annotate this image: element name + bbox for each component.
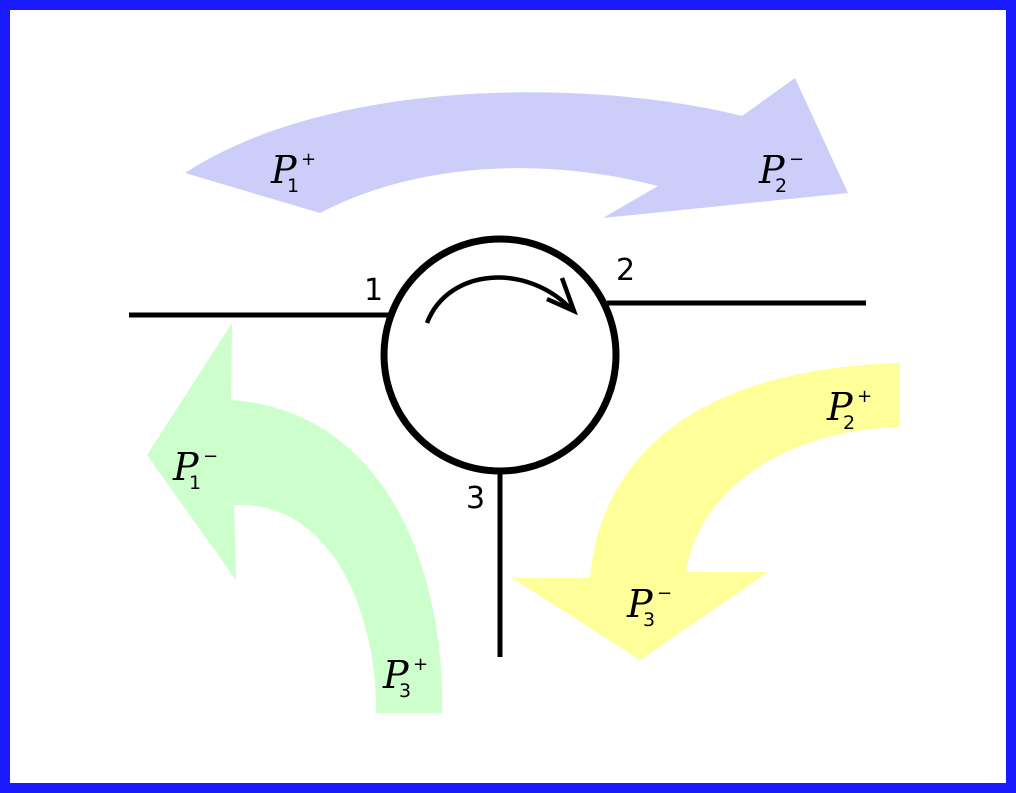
svg-text:−: −: [789, 149, 804, 170]
wave-label-p1-in: P 1 +: [270, 148, 316, 197]
svg-text:2: 2: [775, 175, 787, 197]
arrow-port3-to-port1: [147, 323, 443, 713]
wave-label-p2-in: P 2 +: [826, 385, 872, 434]
svg-text:3: 3: [399, 680, 411, 702]
circulator-circle: [380, 235, 620, 475]
clockwise-rotation-icon: [424, 275, 578, 324]
arrow-port1-to-port2: [185, 78, 848, 218]
svg-text:3: 3: [643, 609, 655, 631]
port-3-label: 3: [466, 481, 485, 516]
svg-text:P: P: [172, 445, 200, 489]
wave-label-p3-in: P 3 +: [382, 653, 428, 702]
wave-label-p3-out: P 3 −: [626, 582, 672, 631]
svg-text:P: P: [826, 385, 854, 429]
wave-label-p2-out: P 2 −: [758, 148, 804, 197]
svg-text:+: +: [301, 149, 316, 170]
svg-text:+: +: [857, 386, 872, 407]
svg-text:2: 2: [843, 412, 855, 434]
arrow-port2-to-port3: [512, 363, 900, 660]
port-1-label: 1: [364, 273, 383, 308]
port-2-label: 2: [616, 253, 635, 288]
wave-label-p1-out: P 1 −: [172, 445, 218, 494]
svg-text:P: P: [626, 582, 654, 626]
svg-text:P: P: [758, 148, 786, 192]
svg-text:−: −: [203, 446, 218, 467]
svg-text:−: −: [657, 583, 672, 604]
svg-text:+: +: [413, 654, 428, 675]
svg-text:1: 1: [189, 472, 201, 494]
svg-text:P: P: [382, 653, 410, 697]
svg-text:P: P: [270, 148, 298, 192]
svg-text:1: 1: [287, 175, 299, 197]
